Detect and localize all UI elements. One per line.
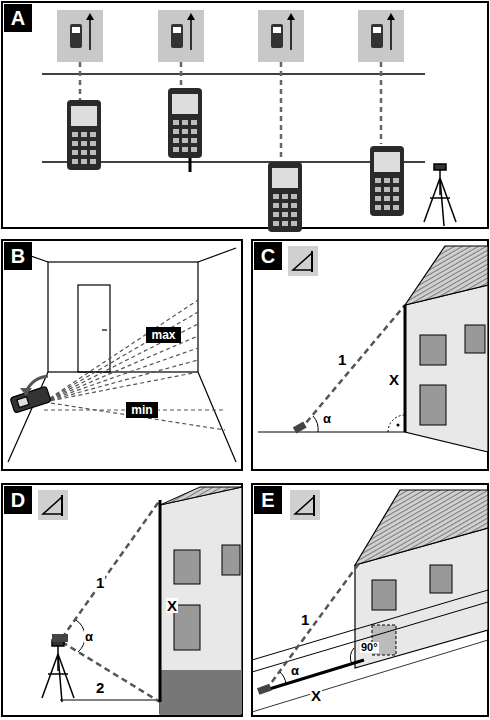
panel-c-drawing: [258, 246, 488, 452]
callout-label: 90°: [360, 642, 379, 653]
panel-letter: A: [4, 4, 32, 32]
panel-letter: E: [254, 486, 282, 514]
node-text: A: [11, 7, 25, 30]
node-text: D: [11, 489, 25, 512]
callout-label: 1: [337, 352, 347, 367]
callout-label: α: [290, 664, 300, 677]
panel-letter: D: [4, 486, 32, 514]
panel-e-drawing: [252, 490, 488, 712]
panel-a-drawing: [42, 10, 456, 232]
callout-label: α: [84, 630, 94, 643]
callout-label: X: [388, 372, 400, 387]
node-text: E: [261, 489, 274, 512]
callout-label: X: [166, 598, 178, 613]
node-text: C: [261, 245, 275, 268]
callout-label: X: [310, 688, 322, 703]
panel-letter: C: [254, 242, 282, 270]
node-text: min: [131, 403, 152, 417]
panel-b-drawing: [8, 248, 236, 462]
callout-label: 2: [95, 680, 105, 695]
callout-label: 1: [300, 612, 310, 627]
panel-letter: B: [4, 242, 32, 270]
callout-label: α: [322, 412, 332, 425]
range-tag: max: [146, 327, 181, 343]
panel-d-drawing: [38, 487, 242, 714]
node-text: max: [151, 328, 175, 342]
callout-label: 1: [95, 575, 105, 590]
node-text: B: [11, 245, 25, 268]
range-tag: min: [126, 402, 158, 418]
